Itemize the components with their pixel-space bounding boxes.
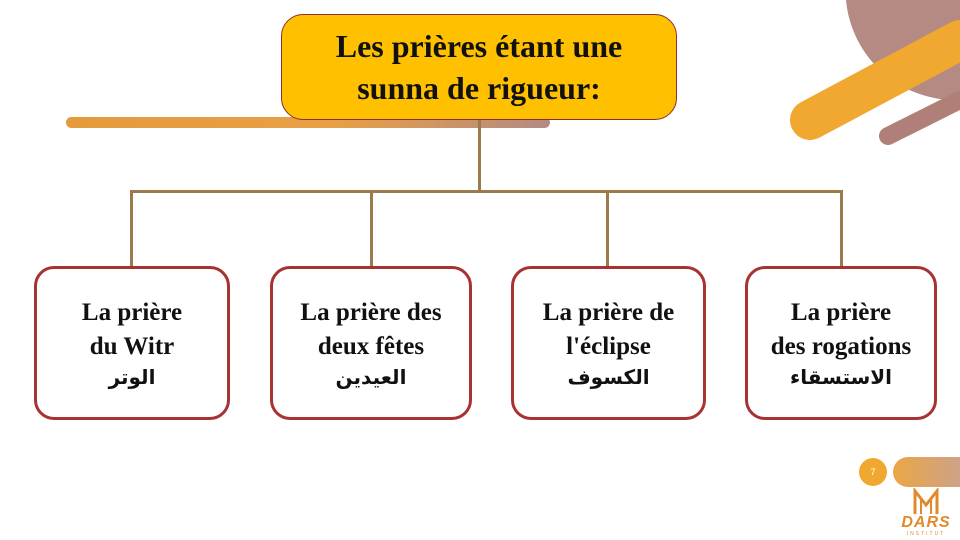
child-label-ar: الكسوف xyxy=(567,365,650,389)
child-node-rogations: La prière des rogations الاستسقاء xyxy=(745,266,937,420)
corner-decoration xyxy=(790,0,960,145)
branch-connector-4 xyxy=(840,190,843,267)
child-label-fr: La prière de l'éclipse xyxy=(542,299,675,360)
child-label-fr: La prière du Witr xyxy=(81,299,183,360)
child-label-ar: الاستسقاء xyxy=(789,365,893,389)
page-tab-decoration xyxy=(893,457,960,487)
root-title: Les prières étant une sunna de rigueur: xyxy=(335,28,623,106)
title-underline-bar xyxy=(66,117,550,128)
root-node: Les prières étant une sunna de rigueur: xyxy=(281,14,677,120)
logo-subtext: INSTITUT xyxy=(906,531,946,537)
child-label-fr: La prière des rogations xyxy=(770,299,912,360)
mauve-stripe xyxy=(879,91,960,145)
horizontal-connector xyxy=(130,190,843,193)
child-node-witr: La prière du Witr الوتر xyxy=(34,266,230,420)
child-label-ar: الوتر xyxy=(108,365,156,389)
child-node-fetes: La prière des deux fêtes العيدين xyxy=(270,266,472,420)
dars-logo: DARS INSTITUT xyxy=(898,488,958,538)
orange-stripe xyxy=(790,20,960,140)
logo-text: DARS xyxy=(901,514,951,531)
child-node-eclipse: La prière de l'éclipse الكسوف xyxy=(511,266,706,420)
page-number: 7 xyxy=(870,467,876,477)
branch-connector-1 xyxy=(130,190,133,267)
child-label-fr: La prière des deux fêtes xyxy=(300,299,442,360)
root-stem-connector xyxy=(478,120,481,192)
child-label-ar: العيدين xyxy=(335,365,407,389)
page-number-badge: 7 xyxy=(859,458,887,486)
logo-mark-icon xyxy=(913,488,939,514)
branch-connector-2 xyxy=(370,190,373,267)
branch-connector-3 xyxy=(606,190,609,267)
